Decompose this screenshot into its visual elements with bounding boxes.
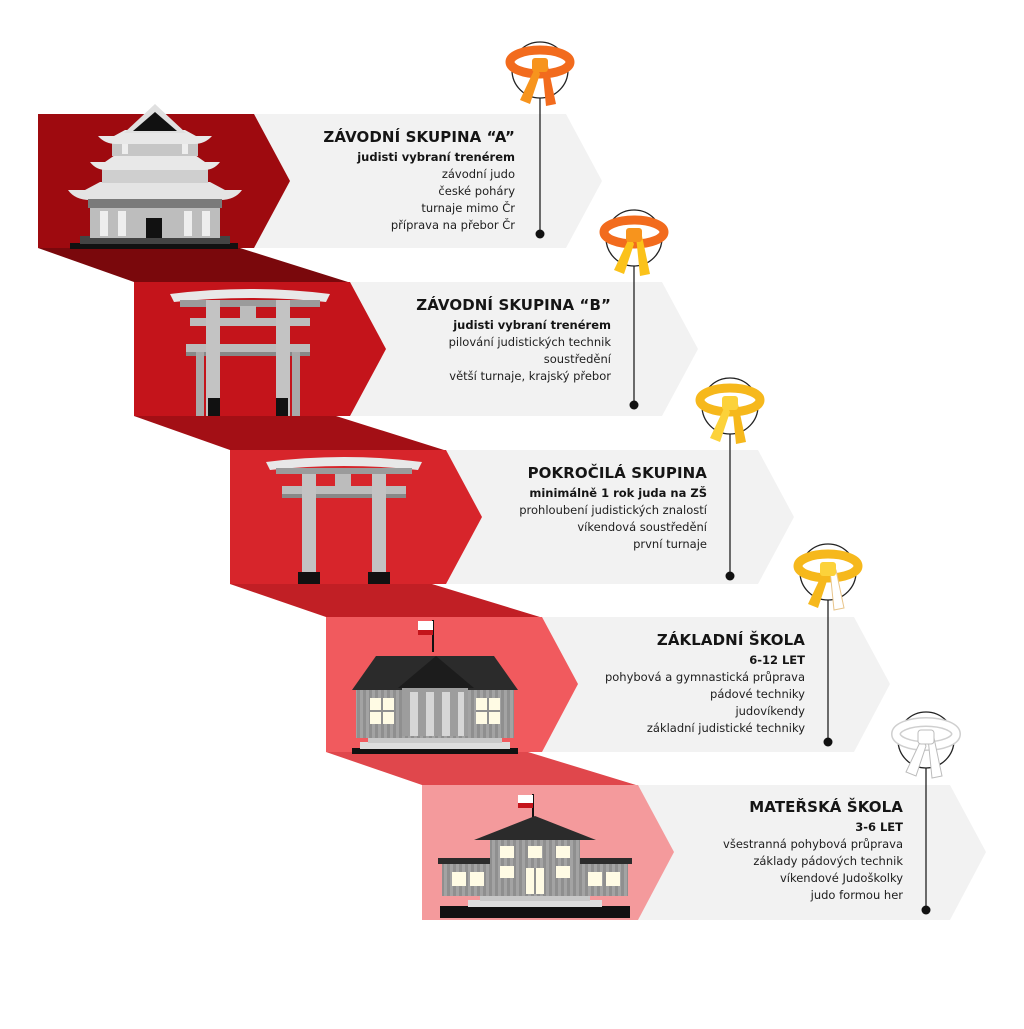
orange-belt-icon <box>505 45 575 106</box>
step-5-line-3: víkendové Judoškolky <box>779 871 903 885</box>
connector-ribbon-1 <box>38 248 348 282</box>
step-3-color-arrow <box>230 450 482 584</box>
step-3-line-3: první turnaje <box>633 537 707 551</box>
step-2-text-arrow <box>336 282 698 416</box>
torii-gate-simple-icon <box>266 457 422 584</box>
step-4 <box>326 543 890 754</box>
step-3-subtitle: minimálně 1 rok juda na ZŠ <box>529 486 707 500</box>
kindergarten-building-icon <box>438 794 632 918</box>
step-2-subtitle: judisti vybraní trenérem <box>453 318 611 332</box>
step-4-text-arrow <box>528 617 890 752</box>
step-2-line-2: soustředění <box>543 352 611 366</box>
step-4-line-2: pádové techniky <box>710 687 805 701</box>
step-3-text: POKROČILÁ SKUPINA minimálně 1 rok juda n… <box>377 464 707 553</box>
step-5-title: MATEŘSKÁ ŠKOLA <box>749 798 903 816</box>
step-5-text-arrow <box>624 785 986 920</box>
belt-badge-3 <box>695 377 765 581</box>
step-4-line-1: pohybová a gymnastická průprava <box>604 670 805 684</box>
step-4-title: ZÁKLADNÍ ŠKOLA <box>656 631 805 649</box>
step-1-text: ZÁVODNÍ SKUPINA “A” judisti vybraní tren… <box>185 128 515 234</box>
step-1-subtitle: judisti vybraní trenérem <box>357 150 515 164</box>
step-1-line-2: české poháry <box>438 184 515 198</box>
belt-badge-4 <box>793 543 863 747</box>
orange-yellow-belt-icon <box>599 215 669 276</box>
connector-ribbon-2 <box>134 416 444 450</box>
step-5-text: MATEŘSKÁ ŠKOLA 3-6 LET všestranná pohybo… <box>573 798 903 904</box>
white-belt-icon <box>891 717 961 779</box>
connector-ribbon-3 <box>230 584 540 617</box>
step-4-line-3: judovíkendy <box>735 704 805 718</box>
step-5-line-2: základy pádových technik <box>753 854 903 868</box>
step-2-line-3: větší turnaje, krajský přebor <box>449 369 611 383</box>
step-1-line-1: závodní judo <box>441 167 515 181</box>
step-3-text-arrow <box>432 450 794 584</box>
step-3-line-1: prohloubení judistických znalostí <box>519 503 707 517</box>
step-5 <box>422 711 986 920</box>
step-5-subtitle: 3-6 LET <box>855 820 903 834</box>
step-2 <box>134 209 698 416</box>
step-1-line-3: turnaje mimo Čr <box>421 201 515 215</box>
step-4-line-4: základní judistické techniky <box>646 721 805 735</box>
step-5-line-4: judo formou her <box>810 888 903 902</box>
step-3-line-2: víkendová soustředění <box>577 520 707 534</box>
belt-badge-2 <box>599 209 669 410</box>
step-1 <box>38 41 602 249</box>
pagoda-icon <box>68 104 242 249</box>
step-4-subtitle: 6-12 LET <box>749 653 805 667</box>
step-2-title: ZÁVODNÍ SKUPINA “B” <box>416 296 611 314</box>
connector-ribbon-4 <box>326 752 636 785</box>
step-5-line-1: všestranná pohybová průprava <box>723 837 903 851</box>
yellow-belt-icon <box>695 383 765 444</box>
step-1-text-arrow <box>240 114 602 248</box>
torii-gate-icon <box>170 289 330 416</box>
step-3 <box>230 377 794 584</box>
belt-badge-5 <box>891 711 961 915</box>
white-yellow-belt-icon <box>793 549 863 611</box>
step-1-line-4: příprava na přebor Čr <box>390 218 515 232</box>
step-3-title: POKROČILÁ SKUPINA <box>527 464 707 482</box>
step-4-text: ZÁKLADNÍ ŠKOLA 6-12 LET pohybová a gymna… <box>475 631 805 737</box>
step-1-title: ZÁVODNÍ SKUPINA “A” <box>323 128 515 146</box>
school-building-icon <box>352 620 518 754</box>
step-2-line-1: pilování judistických technik <box>448 335 611 349</box>
belt-badge-1 <box>505 41 575 239</box>
step-2-text: ZÁVODNÍ SKUPINA “B” judisti vybraní tren… <box>281 296 611 385</box>
